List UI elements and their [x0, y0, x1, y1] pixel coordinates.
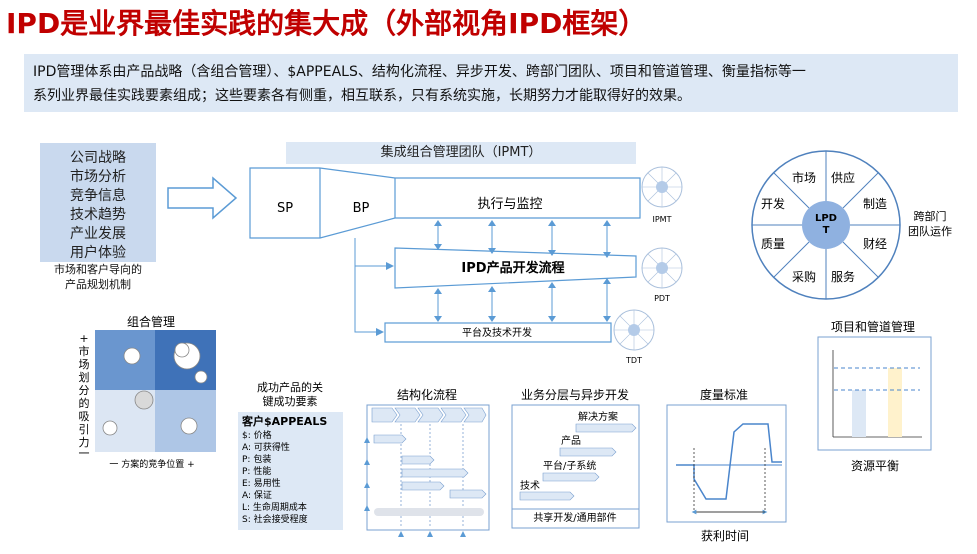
layered-title: 业务分层与异步开发 [521, 387, 629, 402]
portfolio-yaxis-char: + [79, 332, 88, 345]
exec-label: 执行与监控 [477, 197, 542, 212]
layered-footer: 共享开发/通用部件 [533, 511, 616, 524]
portfolio-xaxis: 一 方案的竞争位置 + [109, 458, 194, 470]
pipeline-title: 项目和管道管理 [831, 319, 915, 334]
team-label-pdt: PDT [654, 294, 670, 303]
intro-line-2: 系列业界最佳实践要素组成；这些要素各有侧重，相互联系，只有系统实施，长期努力才能… [33, 88, 691, 104]
wheel-segment: 开发 [761, 196, 785, 211]
team-label-ipmt: IPMT [653, 215, 672, 224]
portfolio-yaxis-char: 一 [79, 447, 90, 460]
ipmt-team-bar: 集成组合管理团队（IPMT） [286, 142, 636, 164]
factor-item: 公司战略 [70, 150, 126, 166]
metrics-caption: 获利时间 [701, 529, 749, 543]
structured-phase-arrows [371, 407, 487, 423]
lpdt-center-line-2: T [823, 225, 830, 236]
appeals-title-line-2: 键成功要素 [263, 394, 318, 408]
page-title: IPD是业界最佳实践的集大成（外部视角IPD框架） [6, 7, 647, 40]
appeals-title-line-1: 成功产品的关 [257, 380, 323, 394]
appeals-item: A: 保证 [242, 489, 272, 501]
factor-item: 竞争信息 [70, 188, 126, 204]
layer-label: 解决方案 [578, 410, 618, 423]
portfolio-yaxis-char: 力 [79, 436, 90, 449]
wheel-side-line-1: 跨部门 [914, 209, 947, 223]
team-label-tdt: TDT [625, 356, 642, 365]
portfolio-yaxis-char: 划 [79, 371, 90, 384]
platform-bar [384, 322, 612, 343]
mini-wheel-ipmt [641, 166, 683, 208]
appeals-item: P: 性能 [242, 465, 271, 477]
market-factors-box: 公司战略 市场分析 竞争信息 技术趋势 产业发展 用户体验 [40, 143, 156, 262]
factor-item: 产业发展 [70, 226, 126, 242]
layer-label: 平台/子系统 [543, 459, 596, 472]
portfolio-title: 组合管理 [127, 314, 175, 329]
sp-label: SP [277, 201, 293, 216]
bp-label: BP [353, 201, 370, 216]
portfolio-yaxis-char: 场 [79, 357, 90, 371]
input-arrow [167, 176, 238, 220]
wheel-segment: 制造 [863, 197, 887, 211]
lpdt-wheel [751, 150, 901, 300]
mini-wheel-tdt [613, 309, 655, 351]
market-caption-line-1: 市场和客户导向的 [54, 263, 142, 276]
factor-item: 技术趋势 [70, 207, 126, 223]
appeals-box [238, 412, 343, 530]
layer-label: 技术 [520, 479, 540, 492]
sp-bp-funnel [249, 167, 641, 239]
pipeline-bar [852, 390, 866, 437]
wheel-segment: 质量 [761, 237, 785, 251]
metrics-title: 度量标准 [700, 387, 748, 402]
layer-label: 产品 [561, 434, 581, 447]
wheel-segment: 财经 [863, 237, 887, 251]
factor-item: 市场分析 [70, 169, 126, 185]
wheel-segment: 服务 [831, 269, 855, 284]
appeals-item: $: 价格 [242, 429, 272, 441]
lpdt-center-line-1: LPD [815, 213, 837, 224]
appeals-item: P: 包装 [242, 453, 271, 465]
pipeline-box [817, 336, 932, 451]
platform-label: 平台及技术开发 [462, 326, 532, 339]
wheel-side-line-2: 团队运作 [908, 224, 952, 238]
intro-box: IPD管理体系由产品战略（含组合管理）、$APPEALS、结构化流程、异步开发、… [24, 54, 958, 112]
pipeline-caption: 资源平衡 [851, 459, 899, 473]
wheel-segment: 市场 [792, 170, 816, 185]
market-caption: 市场和客户导向的 产品规划机制 [34, 262, 162, 292]
intro-line-1: IPD管理体系由产品战略（含组合管理）、$APPEALS、结构化流程、异步开发、… [33, 64, 806, 80]
pdt-funnel [394, 247, 637, 289]
structured-task-bars [373, 434, 487, 516]
pdt-flow-label: IPD产品开发流程 [461, 260, 564, 276]
portfolio-yaxis-char: 的 [79, 396, 90, 410]
appeals-item: E: 易用性 [242, 477, 281, 489]
portfolio-yaxis-char: 分 [79, 384, 90, 397]
wheel-segment: 供应 [831, 170, 855, 185]
double-arrows [437, 224, 608, 318]
mini-wheel-pdt [641, 247, 683, 289]
wheel-segment: 采购 [792, 269, 816, 284]
layered-bars [519, 423, 637, 501]
metrics-box [666, 404, 787, 523]
structured-title: 结构化流程 [397, 387, 457, 402]
market-caption-line-2: 产品规划机制 [65, 278, 131, 291]
connector-platform [354, 238, 384, 336]
appeals-header: 客户$APPEALS [241, 414, 327, 428]
portfolio-yaxis-char: 吸 [79, 410, 90, 423]
appeals-item: L: 生命周期成本 [242, 501, 307, 513]
portfolio-yaxis-char: 引 [79, 422, 90, 436]
portfolio-yaxis-char: 市 [79, 344, 90, 358]
appeals-item: A: 可获得性 [242, 441, 290, 453]
pipeline-bar [888, 368, 902, 437]
factor-item: 用户体验 [70, 245, 126, 261]
appeals-item: S: 社会接受程度 [242, 513, 308, 525]
portfolio-matrix [95, 330, 216, 452]
